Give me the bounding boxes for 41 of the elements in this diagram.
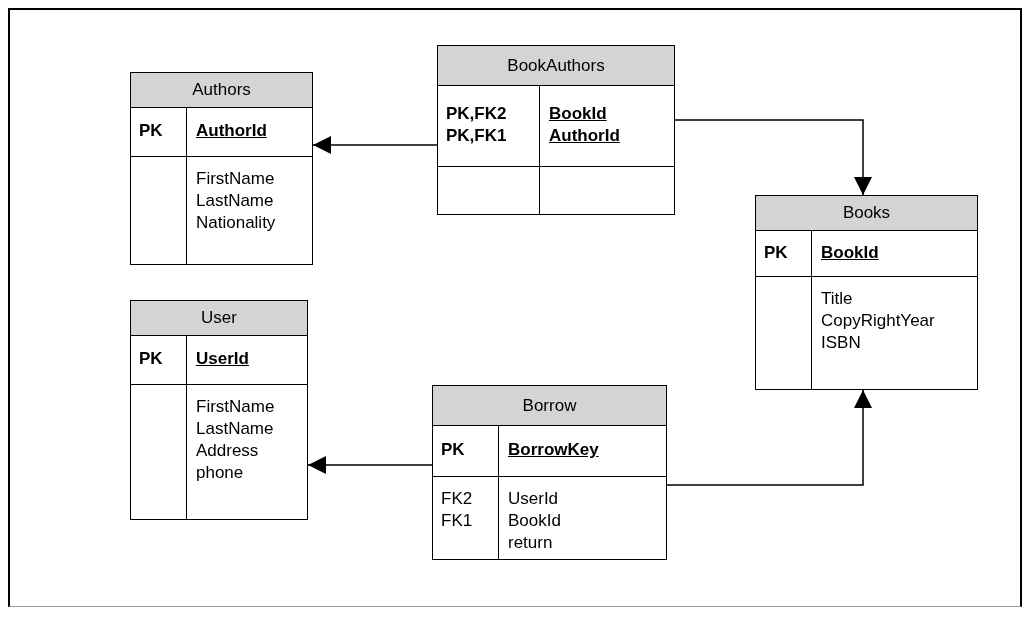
entity-table bbox=[130, 72, 313, 265]
field-name: LastName bbox=[196, 190, 274, 212]
table-header: Authors bbox=[131, 73, 312, 108]
key-field-name: UserId bbox=[196, 348, 249, 370]
field-name: ISBN bbox=[821, 332, 861, 354]
key-field-name: AuthorId bbox=[196, 120, 267, 142]
entity-table bbox=[432, 385, 667, 560]
key-field-name: BorrowKey bbox=[508, 439, 599, 461]
entity-table bbox=[755, 195, 978, 390]
key-label: PK bbox=[441, 439, 465, 461]
arrow bbox=[312, 136, 438, 154]
entity-table bbox=[130, 300, 308, 520]
key-field-name: AuthorId bbox=[549, 125, 620, 147]
arrow bbox=[307, 456, 433, 474]
field-name: UserId bbox=[508, 488, 559, 510]
arrow bbox=[674, 119, 872, 196]
field-name: Title bbox=[821, 288, 853, 310]
field-name: Nationality bbox=[196, 212, 276, 234]
table-header: Borrow bbox=[433, 386, 666, 426]
arrow bbox=[666, 389, 872, 486]
field-name: FirstName bbox=[196, 168, 275, 190]
field-name: phone bbox=[196, 462, 244, 484]
entity-table bbox=[437, 45, 675, 215]
field-name: LastName bbox=[196, 418, 274, 440]
key-label: PK,FK2 bbox=[446, 103, 507, 125]
table-header: User bbox=[131, 301, 307, 336]
key-label: PK,FK1 bbox=[446, 125, 507, 147]
key-label: PK bbox=[764, 241, 788, 264]
field-name: return bbox=[508, 532, 553, 554]
key-label: PK bbox=[139, 348, 163, 370]
table-header: Books bbox=[756, 196, 977, 231]
key-label: FK1 bbox=[441, 510, 473, 532]
key-label: PK bbox=[139, 120, 163, 142]
key-field-name: BookId bbox=[549, 103, 607, 125]
key-field-name: BookId bbox=[821, 241, 879, 264]
key-label: FK2 bbox=[441, 488, 473, 510]
field-name: CopyRightYear bbox=[821, 310, 935, 332]
table-header: BookAuthors bbox=[438, 46, 674, 86]
field-name: BookId bbox=[508, 510, 561, 532]
field-name: FirstName bbox=[196, 396, 275, 418]
field-name: Address bbox=[196, 440, 259, 462]
